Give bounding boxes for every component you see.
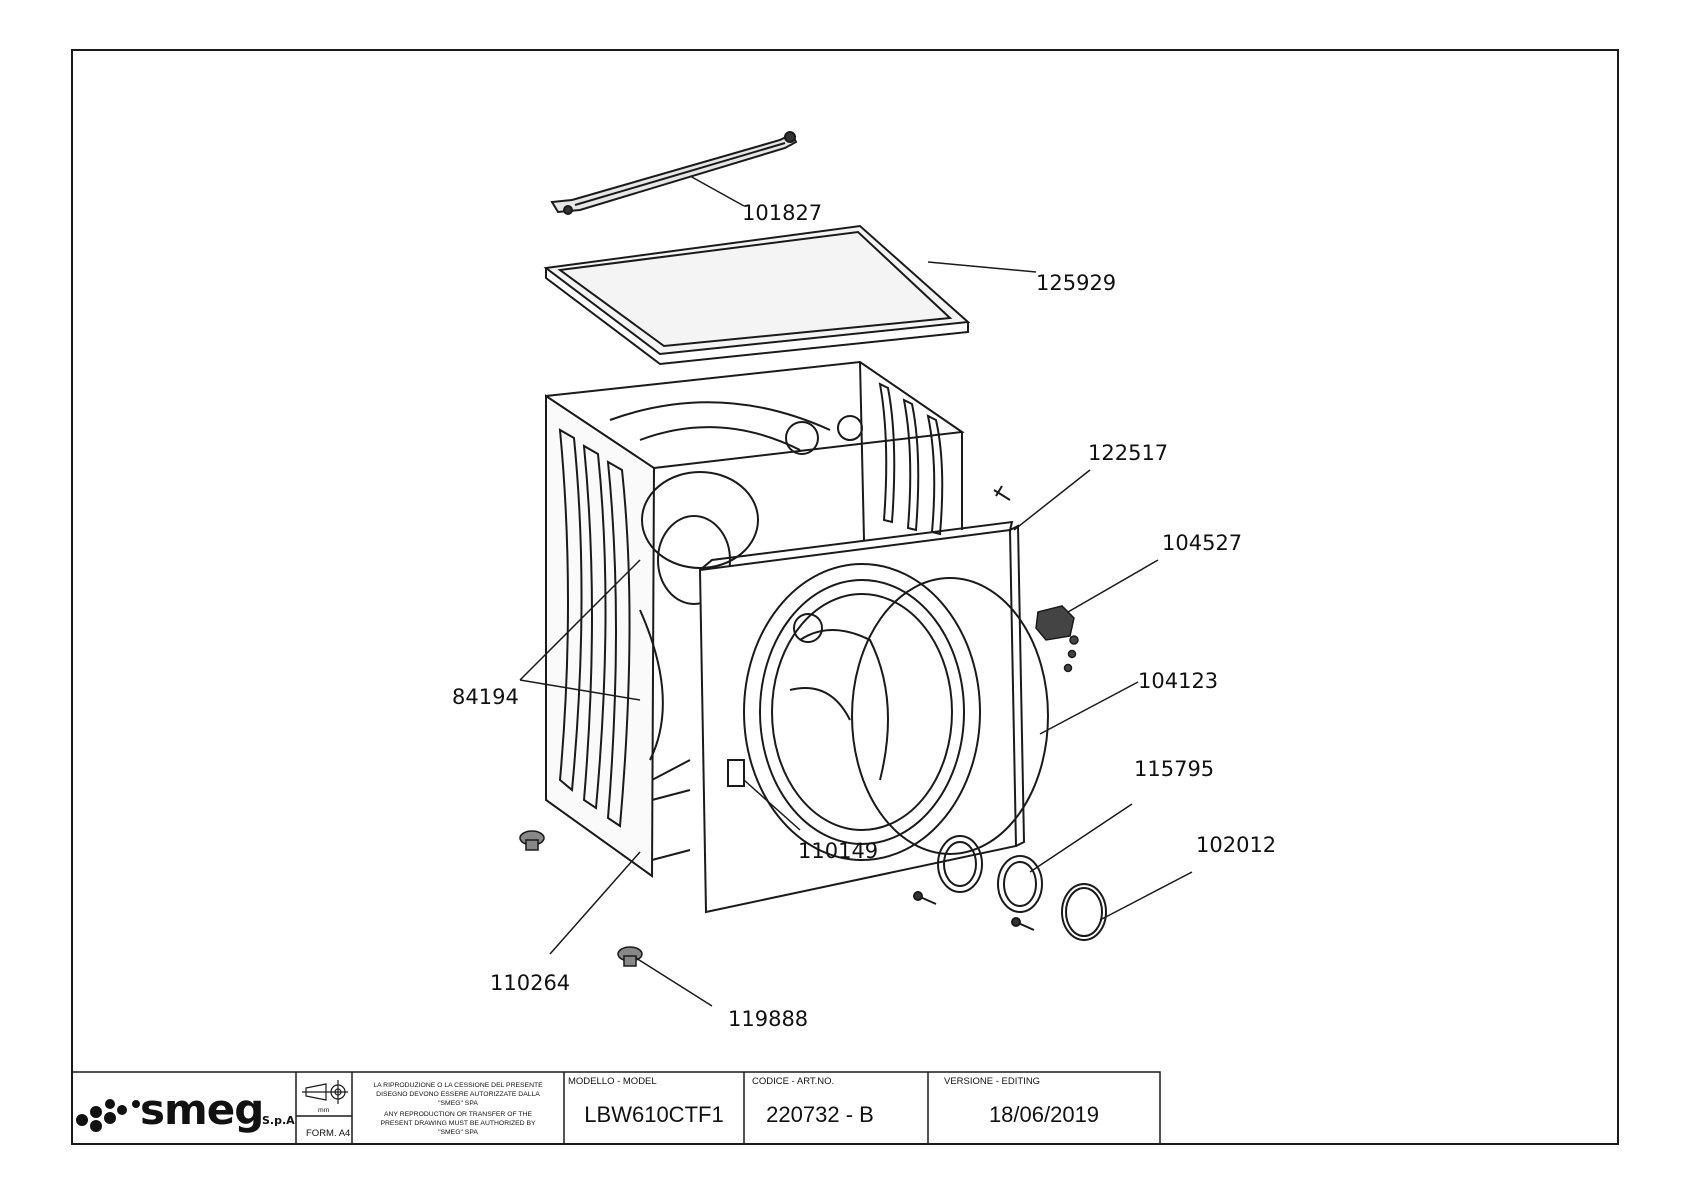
ring-102012: [1061, 883, 1107, 941]
label-101827: 101827: [742, 201, 822, 225]
smeg-logo: smeg S.p.A: [76, 1085, 295, 1134]
brand-suffix: S.p.A: [262, 1114, 295, 1127]
label-115795: 115795: [1134, 757, 1214, 781]
label-102012: 102012: [1196, 833, 1276, 857]
front-panel: [698, 520, 1049, 914]
label-125929: 125929: [1036, 271, 1116, 295]
projection-symbol-icon: [302, 1080, 348, 1104]
cabinet-body: [545, 360, 965, 878]
notice-it-3: "SMEG" SPA: [438, 1100, 478, 1107]
version-label: VERSIONE - EDITING: [944, 1076, 1040, 1087]
label-122517: 122517: [1088, 441, 1168, 465]
code-label: CODICE - ART.NO.: [752, 1076, 834, 1087]
worktop-part: [543, 224, 971, 366]
format-label: FORM. A4: [306, 1128, 350, 1139]
notice-en-1: ANY REPRODUCTION OR TRANSFER OF THE: [384, 1111, 533, 1118]
screw-top: [993, 485, 1011, 501]
screws-bottom: [913, 891, 1035, 931]
feet-parts: [519, 830, 643, 967]
label-104527: 104527: [1162, 531, 1242, 555]
logo-dots-icon: [76, 1099, 140, 1132]
brand-name: smeg: [140, 1085, 263, 1134]
leader-lines: [519, 175, 1193, 1007]
model-label: MODELLO - MODEL: [568, 1076, 657, 1087]
label-84194: 84194: [452, 685, 519, 709]
hinge-part: [1035, 605, 1079, 673]
version-value: 18/06/2019: [989, 1102, 1099, 1127]
notice-en-2: PRESENT DRAWING MUST BE AUTHORIZED BY: [380, 1120, 536, 1127]
label-104123: 104123: [1138, 669, 1218, 693]
ring-115795: [937, 835, 1043, 913]
code-value: 220732 - B: [766, 1102, 874, 1127]
label-110264: 110264: [490, 971, 570, 995]
label-110149: 110149: [798, 839, 878, 863]
title-block: [71, 1071, 1161, 1145]
label-119888: 119888: [728, 1007, 808, 1031]
top-bracket-part: [550, 131, 798, 215]
notice-it-1: LA RIPRODUZIONE O LA CESSIONE DEL PRESEN…: [373, 1082, 543, 1089]
model-value: LBW610CTF1: [584, 1102, 723, 1127]
notice-it-2: DISEGNO DEVONO ESSERE AUTORIZZATE DALLA: [376, 1091, 540, 1098]
notice-en-3: "SMEG" SPA: [438, 1129, 478, 1136]
unit-label: mm: [318, 1107, 330, 1114]
